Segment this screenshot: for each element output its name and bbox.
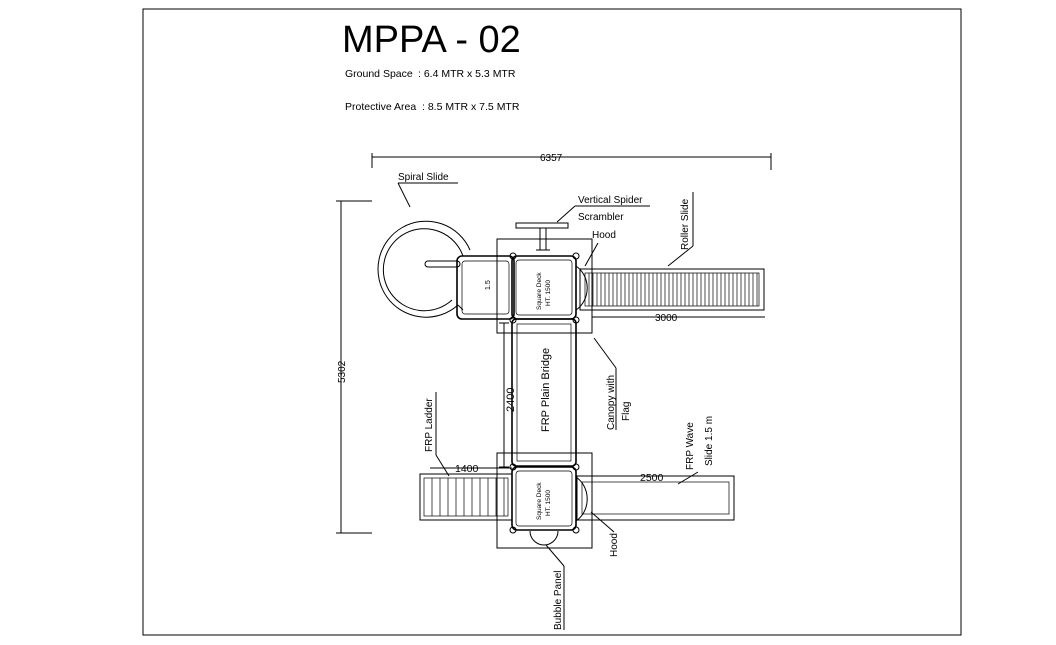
hood-bottom-callout: Hood [590, 511, 620, 557]
protective-area-label: Protective Area [345, 101, 416, 113]
frp-wave-label-2: Slide 1.5 m [704, 416, 715, 466]
overall-width-text: 6357 [540, 153, 563, 164]
hood-top [575, 265, 588, 311]
frp-wave-slide: 2500 FRP Wave Slide 1.5 m [576, 416, 735, 521]
bubble-panel-label: Bubble Panel [553, 571, 564, 631]
roller-slide: Roller Slide 3000 [579, 192, 765, 324]
square-deck-bottom [511, 466, 577, 531]
canopy-label-2: Flag [621, 402, 632, 421]
scrambler-label: Scrambler [578, 212, 624, 223]
hood-bottom [575, 476, 588, 522]
overall-width-dimension: 6357 [371, 153, 772, 170]
vertical-spider-label: Vertical Spider [578, 195, 643, 206]
deck-top-label-2: HT. 1500 [545, 280, 552, 306]
bottom-deck-assembly: Square Deck HT. 1500 [496, 452, 593, 549]
deck-bottom-label-1: Square Deck [536, 482, 543, 520]
bottom-deck-footprint [496, 452, 593, 549]
ground-space-label: Ground Space [345, 68, 413, 80]
deck-bottom-label-2: HT. 1500 [545, 490, 552, 516]
canopy-label-1: Canopy with [606, 375, 617, 430]
frp-wave-label-1: FRP Wave [685, 422, 696, 470]
bridge-label: FRP Plain Bridge [540, 348, 552, 432]
overall-height-text: 5302 [337, 360, 348, 383]
small-platform-label: 1.5 [485, 280, 492, 290]
bridge-dim: 2400 [505, 388, 517, 412]
frp-ladder: 1400 FRP Ladder [419, 392, 513, 521]
bubble-panel-callout: Bubble Panel [545, 544, 565, 631]
deck-top-label-1: Square Deck [536, 272, 543, 310]
drawing-title: MPPA - 02 [342, 19, 521, 61]
spiral-slide: Spiral Slide [377, 172, 471, 318]
protective-area-value: : 8.5 MTR x 7.5 MTR [422, 101, 520, 113]
canopy-callout: Canopy with Flag [593, 337, 632, 430]
ground-space-value: : 6.4 MTR x 5.3 MTR [418, 68, 516, 80]
square-deck-top [511, 255, 577, 320]
top-deck-footprint [496, 238, 593, 334]
hood-bottom-label: Hood [609, 533, 620, 557]
sheet-border [142, 8, 962, 636]
wave-slide-dim: 2500 [640, 472, 664, 484]
spiral-slide-label: Spiral Slide [398, 172, 449, 183]
bubble-panel [529, 530, 559, 546]
overall-height-dimension: 5302 [336, 200, 372, 534]
hood-top-label: Hood [592, 230, 616, 241]
roller-slide-label: Roller Slide [680, 198, 691, 250]
frp-plain-bridge: FRP Plain Bridge 2400 [499, 318, 577, 468]
frp-ladder-label: FRP Ladder [424, 398, 435, 452]
ladder-dim: 1400 [455, 463, 479, 475]
hood-top-callout: Hood [584, 230, 616, 267]
small-platform [456, 255, 515, 320]
roller-slide-dim: 3000 [655, 313, 678, 324]
vertical-spider-scrambler: Vertical Spider Scrambler [515, 195, 650, 251]
